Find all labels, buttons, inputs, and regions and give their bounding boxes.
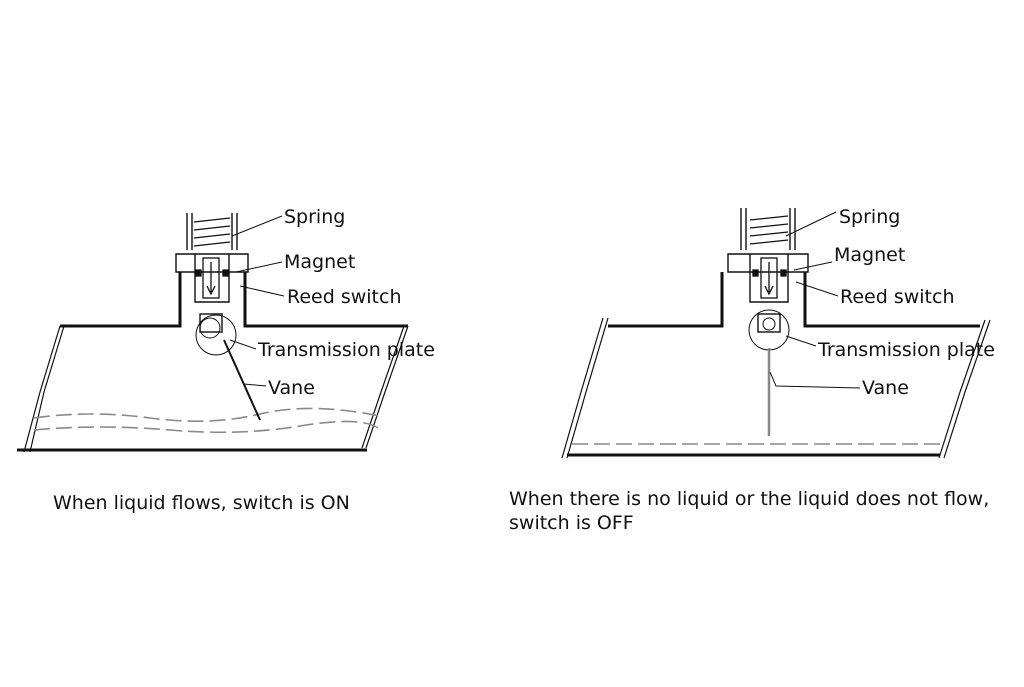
- right-label-spring: Spring: [839, 206, 900, 228]
- right-caption: When there is no liquid or the liquid do…: [509, 487, 1009, 535]
- right-pipe: [561, 272, 991, 459]
- right-label-magnet: Magnet: [834, 244, 905, 266]
- right-spring: [749, 215, 789, 245]
- right-caption-line-1: When there is no liquid or the liquid do…: [509, 488, 990, 510]
- right-leader-lines: [769, 211, 861, 389]
- left-label-spring: Spring: [284, 206, 345, 228]
- left-caption: When liquid flows, switch is ON: [53, 492, 350, 514]
- left-liquid-surface: [33, 407, 381, 434]
- right-magnet: [752, 257, 787, 299]
- right-label-transmission-plate: Transmission plate: [817, 339, 995, 361]
- right-transmission-plate: [748, 309, 790, 351]
- left-label-vane: Vane: [268, 377, 315, 399]
- left-pipe: [17, 272, 409, 453]
- left-diagram: [17, 213, 409, 453]
- left-leader-lines: [229, 215, 285, 387]
- right-label-reed-switch: Reed switch: [840, 286, 954, 308]
- left-vane: [223, 339, 261, 421]
- right-caption-line-2: switch is OFF: [509, 512, 634, 534]
- right-switch-body: [727, 208, 809, 333]
- left-switch-body: [175, 213, 249, 333]
- left-label-reed-switch: Reed switch: [287, 286, 401, 308]
- left-spring: [193, 217, 231, 247]
- right-diagram: [561, 208, 991, 459]
- left-label-magnet: Magnet: [284, 251, 355, 273]
- left-transmission-plate: [195, 314, 237, 356]
- left-label-transmission-plate: Transmission plate: [257, 339, 435, 361]
- left-magnet: [195, 257, 229, 299]
- right-label-vane: Vane: [862, 377, 909, 399]
